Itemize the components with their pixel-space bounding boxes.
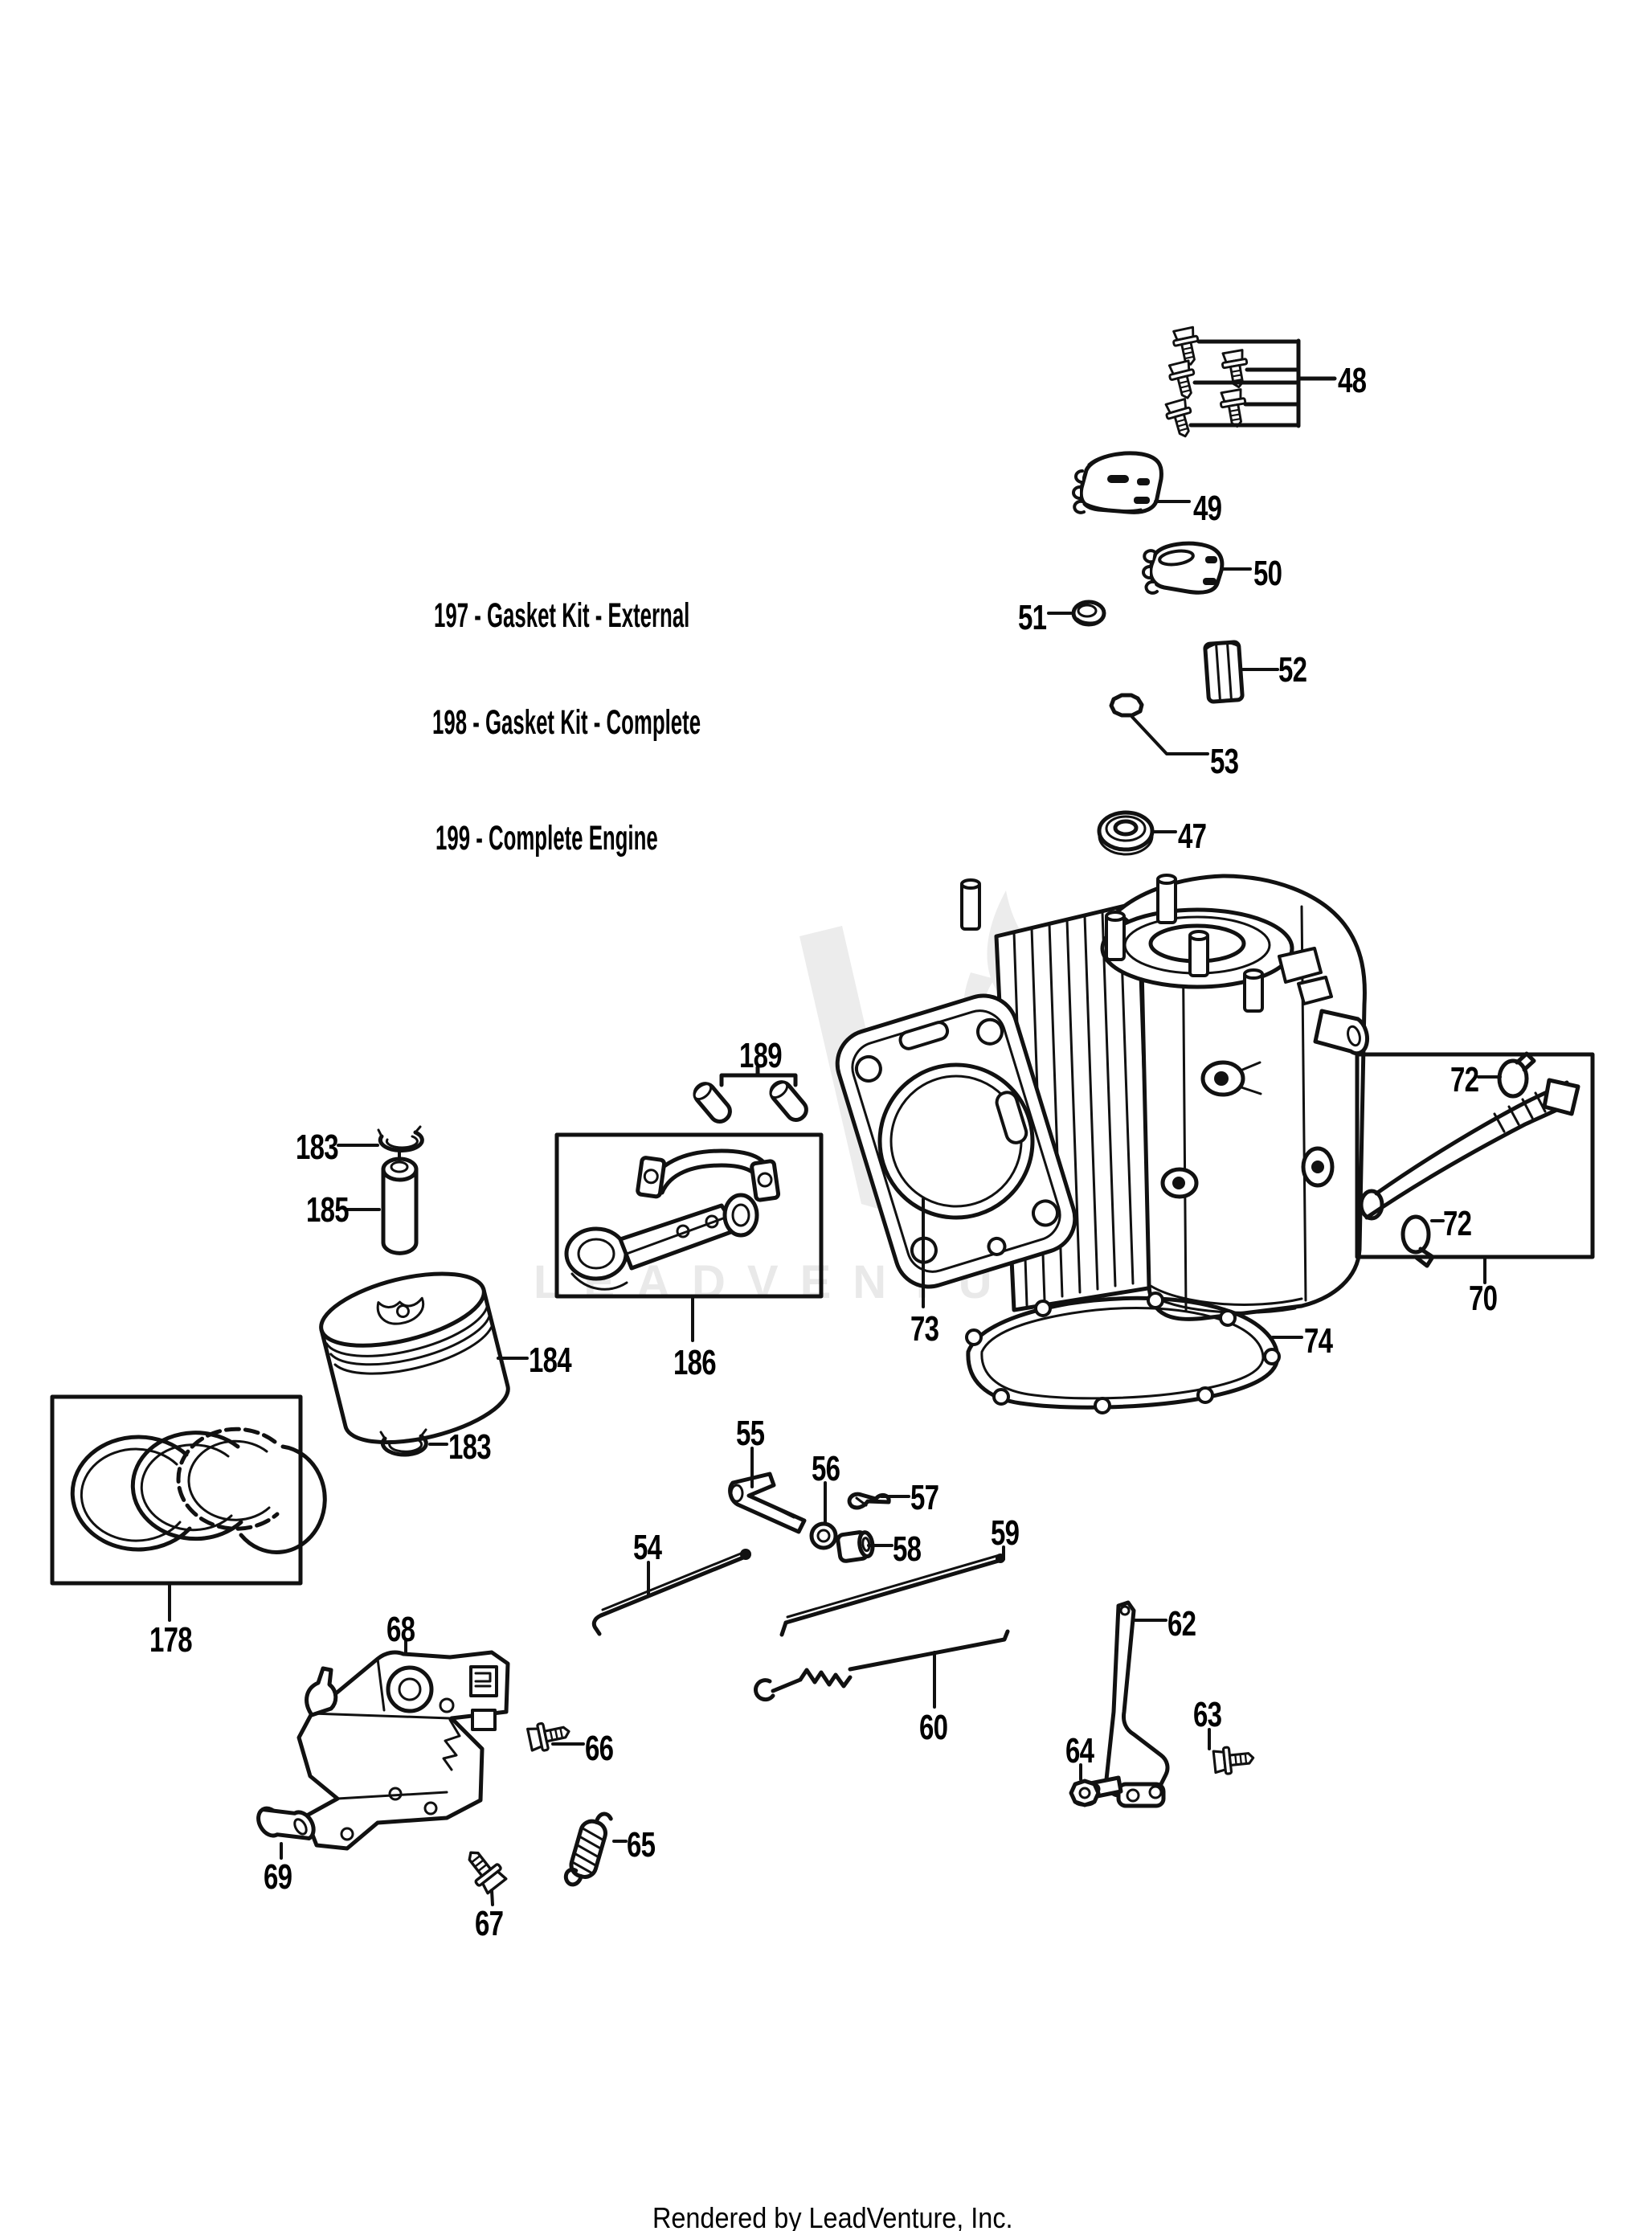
part-label-63: 63 [1193, 1695, 1222, 1734]
part-label-52: 52 [1278, 650, 1307, 690]
part-label-56: 56 [812, 1449, 840, 1488]
part-189-dowel-pins-drawing [693, 1065, 808, 1124]
part-183-retaining-ring-bottom-drawing [379, 1428, 448, 1457]
rendered-by-credit: Rendered by LeadVenture, Inc. [652, 2201, 1013, 2231]
part-label-66: 66 [585, 1729, 614, 1768]
part-185-piston-pin-drawing [345, 1150, 419, 1255]
part-74-crankcase-gasket-drawing [965, 1292, 1303, 1414]
part-label-74: 74 [1304, 1321, 1333, 1361]
part-184-piston-drawing [319, 1271, 510, 1445]
part-label-186: 186 [673, 1343, 717, 1382]
part-label-55: 55 [736, 1414, 765, 1453]
part-label-53: 53 [1210, 742, 1239, 781]
part-label-69: 69 [264, 1857, 292, 1897]
part-label-54: 54 [633, 1528, 662, 1567]
part-label-58: 58 [893, 1529, 922, 1569]
part-label-65: 65 [627, 1825, 656, 1865]
part-54-link-rod-drawing [591, 1549, 751, 1636]
part-49-gasket-plate-drawing [1072, 451, 1191, 514]
part-50-plate-drawing [1142, 541, 1252, 595]
part-label-184: 184 [529, 1341, 572, 1380]
part-label-73: 73 [910, 1309, 939, 1349]
part-63-bolt-drawing [1208, 1728, 1256, 1777]
part-label-70: 70 [1469, 1279, 1498, 1318]
part-48-bolt-set-drawing [1162, 325, 1337, 441]
part-59-link-rod-drawing [779, 1545, 1005, 1637]
part-51-oring-drawing [1047, 600, 1106, 627]
part-label-178: 178 [149, 1620, 193, 1660]
part-label-183b: 183 [448, 1427, 492, 1467]
part-label-62: 62 [1167, 1604, 1196, 1644]
part-186-connecting-rod-kit-drawing [554, 1132, 824, 1342]
part-label-72a: 72 [1450, 1060, 1479, 1099]
part-52-sleeve-drawing [1203, 640, 1279, 704]
part-57-clip-drawing [847, 1492, 910, 1510]
part-label-185: 185 [306, 1190, 350, 1230]
part-label-51: 51 [1018, 598, 1047, 637]
part-label-50: 50 [1253, 554, 1282, 593]
note-gasket-kit-complete: 198 - Gasket Kit - Complete [432, 703, 701, 742]
part-66-flange-bolt-drawing [525, 1717, 585, 1754]
part-label-47: 47 [1178, 817, 1207, 856]
part-65-extension-spring-drawing [563, 1811, 628, 1887]
part-68-control-bracket-drawing [296, 1639, 510, 1851]
part-label-59: 59 [991, 1513, 1020, 1553]
note-complete-engine: 199 - Complete Engine [435, 819, 658, 858]
part-55-governor-arm-drawing [728, 1447, 807, 1534]
part-53-cap-drawing [1109, 693, 1209, 755]
part-label-72b: 72 [1443, 1204, 1472, 1243]
part-label-68: 68 [386, 1610, 415, 1649]
part-label-57: 57 [910, 1478, 939, 1517]
part-label-183a: 183 [296, 1128, 339, 1167]
part-67-flange-bolt-drawing [458, 1842, 510, 1906]
part-label-189: 189 [739, 1036, 783, 1075]
part-label-64: 64 [1065, 1731, 1094, 1770]
part-178-piston-ring-set-drawing [50, 1394, 327, 1622]
part-183-retaining-ring-top-drawing [337, 1125, 424, 1153]
part-label-49: 49 [1193, 489, 1222, 528]
part-label-48: 48 [1338, 361, 1367, 400]
part-69-spacer-bushing-drawing [256, 1806, 316, 1860]
part-64-flange-nut-drawing [1069, 1763, 1101, 1807]
part-56-washer-drawing [809, 1481, 838, 1550]
part-label-67: 67 [475, 1904, 504, 1943]
note-gasket-kit-external: 197 - Gasket Kit - External [434, 596, 690, 635]
part-60-link-spring-drawing [754, 1629, 1010, 1709]
part-70-hose-kit-drawing [1355, 1051, 1595, 1284]
part-47-oil-seal-drawing [1097, 810, 1177, 856]
part-73-cylinder-crankcase-drawing [835, 874, 1370, 1321]
part-label-60: 60 [919, 1708, 948, 1747]
part-62-control-lever-drawing [1084, 1600, 1170, 1808]
